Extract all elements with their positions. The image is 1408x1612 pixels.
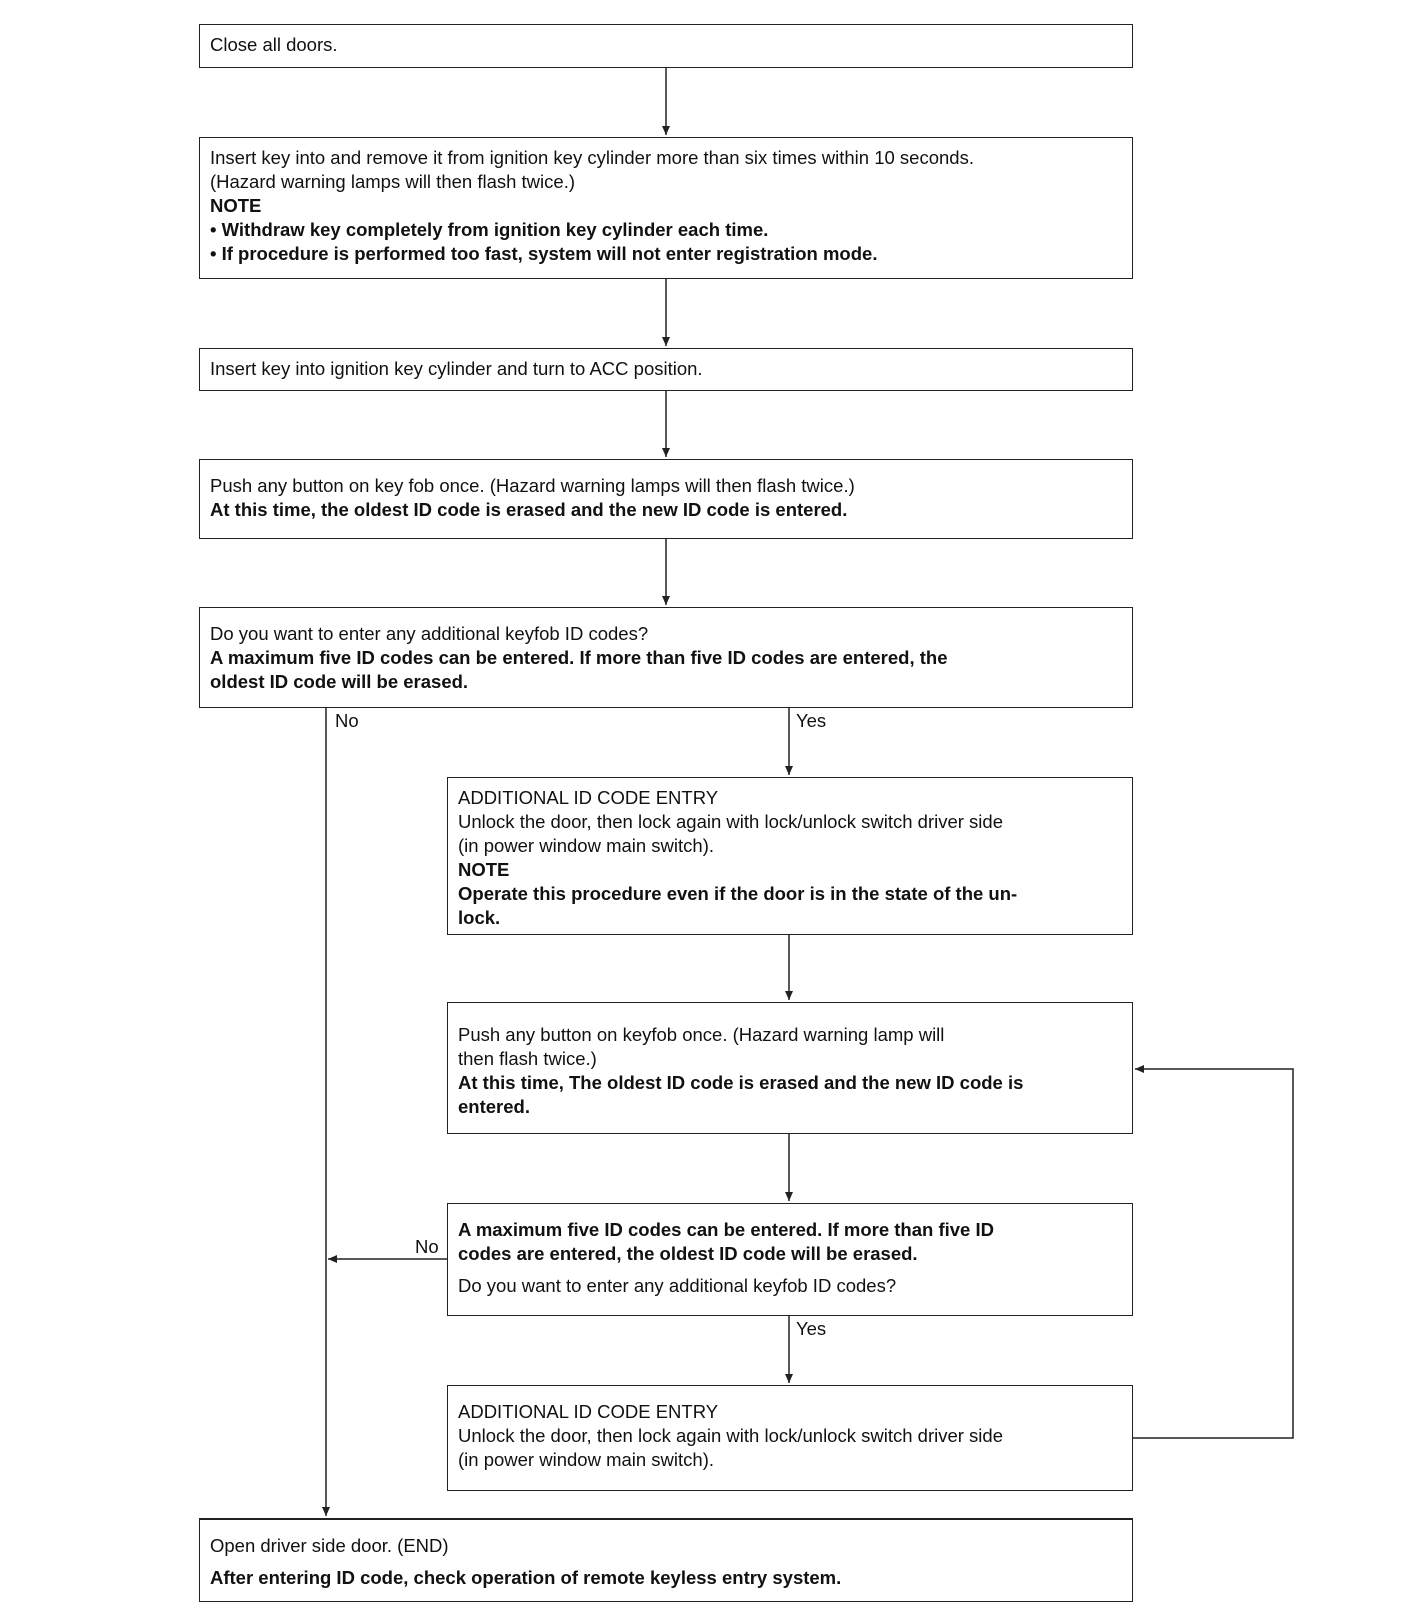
step-insert-remove-key: Insert key into and remove it from ignit… [199,137,1133,279]
loop-s9-s7 [1133,1065,1294,1439]
step-bold-text: codes are entered, the oldest ID code wi… [458,1243,918,1264]
step-text: Unlock the door, then lock again with lo… [458,1425,1003,1446]
step-bold-text: A maximum five ID codes can be entered. … [210,647,948,668]
step-turn-to-acc: Insert key into ignition key cylinder an… [199,348,1133,391]
step-bold-text: At this time, The oldest ID code is eras… [458,1072,1024,1093]
step-push-keyfob: Push any button on key fob once. (Hazard… [199,459,1133,539]
step-bold-text: lock. [458,907,501,928]
decision-more-codes: A maximum five ID codes can be entered. … [447,1203,1133,1316]
step-text: (Hazard warning lamps will then flash tw… [210,171,575,192]
note-bullet: • If procedure is performed too fast, sy… [210,243,878,264]
step-text: Push any button on key fob once. (Hazard… [210,475,855,496]
step-text: then flash twice.) [458,1048,597,1069]
step-text: Unlock the door, then lock again with lo… [458,811,1003,832]
decision-additional-codes: Do you want to enter any additional keyf… [199,607,1133,708]
step-text: Open driver side door. (END) [210,1535,449,1556]
step-open-driver-door-end: Open driver side door. (END) After enter… [199,1518,1133,1602]
step-heading: ADDITIONAL ID CODE ENTRY [458,1401,719,1422]
step-text: Insert key into ignition key cylinder an… [210,358,703,379]
step-bold-text: A maximum five ID codes can be entered. … [458,1219,994,1240]
note-heading: NOTE [458,859,510,880]
label-yes-2: Yes [796,1318,827,1339]
step-bold-text: At this time, the oldest ID code is eras… [210,499,848,520]
step-push-keyfob-again: Push any button on keyfob once. (Hazard … [447,1002,1133,1134]
step-text: Close all doors. [210,34,338,55]
step-text: Do you want to enter any additional keyf… [458,1275,897,1296]
step-additional-entry-2: ADDITIONAL ID CODE ENTRY Unlock the door… [447,1385,1133,1491]
step-bold-text: Operate this procedure even if the door … [458,883,1018,904]
step-heading: ADDITIONAL ID CODE ENTRY [458,787,719,808]
step-close-doors: Close all doors. [199,24,1133,68]
step-bold-text: After entering ID code, check operation … [210,1567,842,1588]
step-text: (in power window main switch). [458,835,715,856]
step-bold-text: oldest ID code will be erased. [210,671,469,692]
note-bullet: • Withdraw key completely from ignition … [210,219,769,240]
step-bold-text: entered. [458,1096,530,1117]
note-heading: NOTE [210,195,262,216]
step-additional-entry-1: ADDITIONAL ID CODE ENTRY Unlock the door… [447,777,1133,935]
label-no-1: No [335,710,359,731]
step-text: Push any button on keyfob once. (Hazard … [458,1024,945,1045]
label-no-2: No [415,1236,439,1257]
step-text: Insert key into and remove it from ignit… [210,147,974,168]
step-text: Do you want to enter any additional keyf… [210,623,649,644]
label-yes-1: Yes [796,710,827,731]
step-text: (in power window main switch). [458,1449,715,1470]
